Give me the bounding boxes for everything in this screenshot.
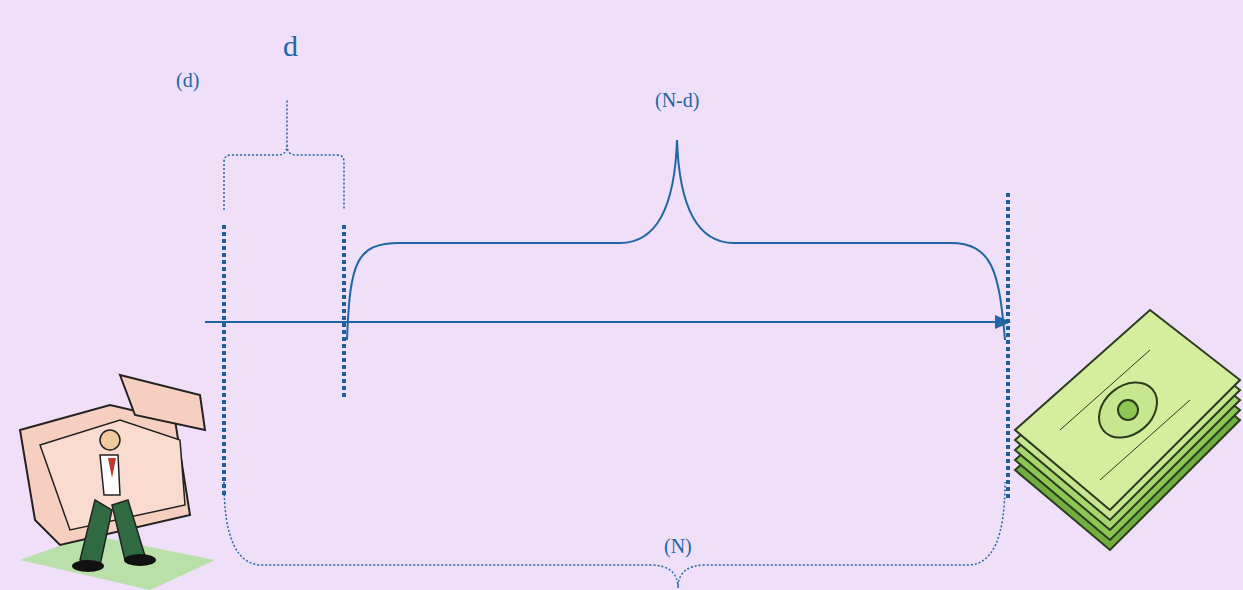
dimension-label: (N)	[664, 535, 692, 557]
period-markers	[224, 193, 1008, 500]
n-minus-d-brace	[347, 140, 1005, 340]
folder-person-clipart	[20, 375, 215, 590]
dimension-label: (d)	[176, 69, 199, 91]
n-brace	[224, 482, 1005, 588]
dimension-label: d	[283, 29, 298, 62]
dimension-label: (N-d)	[655, 89, 699, 111]
d-brace	[224, 100, 344, 210]
money-stack-clipart	[1015, 310, 1240, 550]
time-axis	[205, 321, 997, 323]
